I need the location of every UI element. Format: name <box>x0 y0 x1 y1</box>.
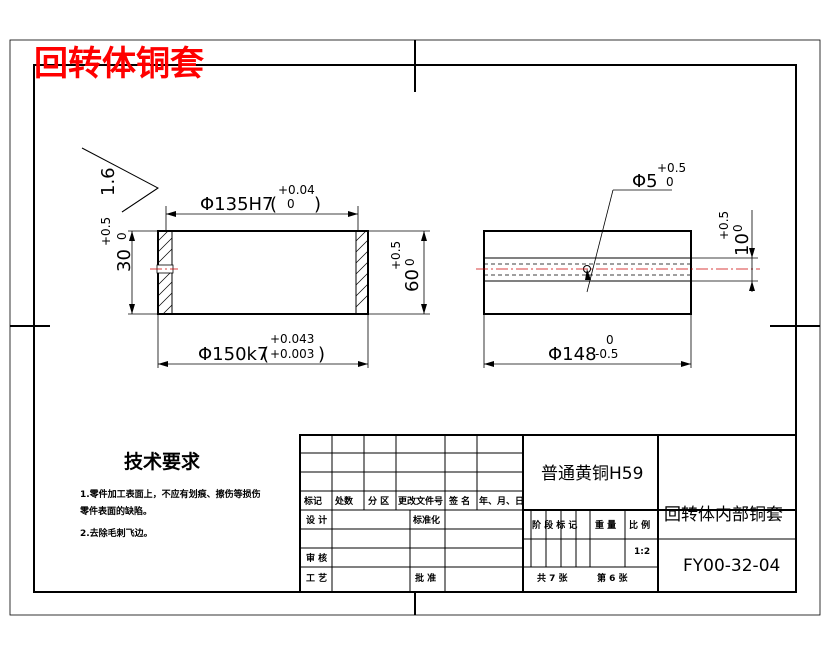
hole-offset-tol-lower: 0 <box>731 224 745 232</box>
tb-material: 普通黄铜H59 <box>541 464 643 484</box>
length-dimension <box>368 230 430 315</box>
length-label: 60 <box>402 269 423 292</box>
tech-requirement-1b: 零件表面的缺陷。 <box>79 505 152 517</box>
tb-stage-mark: 阶 段 标 记 <box>532 519 577 531</box>
outer-tol-lower: +0.003 <box>270 347 314 361</box>
flange-tol-lower: 0 <box>115 232 129 240</box>
flange-width-dimension <box>128 230 158 315</box>
tech-requirement-1a: 1.零件加工表面上，不应有划痕、擦伤等损伤 <box>80 488 261 500</box>
outer-paren-close: ) <box>318 344 325 365</box>
flange-width-label: 30 <box>114 249 135 272</box>
tb-scale-value: 1:2 <box>634 547 650 557</box>
tech-requirements-heading: 技术要求 <box>124 450 201 473</box>
title-block-grid <box>299 434 797 593</box>
tb-part-name: 回转体内部铜套 <box>664 505 783 525</box>
outer-paren-open: ( <box>262 344 269 365</box>
bore-paren-open: ( <box>270 194 277 215</box>
tb-col-count: 处数 <box>334 495 354 507</box>
tb-review: 审 核 <box>306 552 327 564</box>
length-tol-lower: 0 <box>403 258 417 266</box>
hole-tol-upper: +0.5 <box>657 161 686 175</box>
tb-approve: 批 准 <box>415 572 436 584</box>
flange-tol-upper: +0.5 <box>99 217 113 246</box>
tb-scale-label: 比 例 <box>629 519 650 531</box>
sleeve-side-view <box>483 230 692 315</box>
side-diameter-dimension <box>483 314 692 368</box>
tb-drawing-no: FY00-32-04 <box>683 556 780 576</box>
tb-col-mark: 标记 <box>303 495 322 507</box>
bore-paren-close: ) <box>314 194 321 215</box>
tb-col-doc: 更改文件号 <box>398 495 443 507</box>
tb-col-zone: 分 区 <box>368 495 389 507</box>
outer-diameter-label: Φ150k7 <box>198 344 268 365</box>
hole-offset-label: 10 <box>732 233 753 256</box>
roughness-symbol <box>81 147 159 213</box>
hole-tol-lower: 0 <box>666 175 674 189</box>
hole-leader <box>585 189 672 293</box>
hole-offset-dimension <box>691 210 758 292</box>
tb-design: 设 计 <box>306 514 327 526</box>
tb-standardize: 标准化 <box>412 514 440 526</box>
tb-col-sign: 签 名 <box>448 495 470 507</box>
sheet-title: 回转体铜套 <box>34 44 204 84</box>
tb-sheet-no: 第 6 张 <box>597 572 629 584</box>
tb-process: 工 艺 <box>306 572 327 584</box>
length-tol-upper: +0.5 <box>389 241 403 270</box>
hole-diameter-label: Φ5 <box>632 171 658 192</box>
outer-tol-upper: +0.043 <box>270 332 314 346</box>
bore-dimension-line <box>165 206 359 232</box>
sleeve-section-view <box>156 230 369 315</box>
outer-diameter-dimension <box>157 314 369 368</box>
tb-col-date: 年、月、日 <box>479 495 524 507</box>
tech-requirement-2: 2.去除毛刺飞边。 <box>80 527 153 539</box>
tb-total-sheets: 共 7 张 <box>537 572 569 584</box>
side-tol-upper: 0 <box>606 333 614 347</box>
side-diameter-label: Φ148 <box>548 344 597 365</box>
bore-diameter-label: Φ135H7 <box>200 194 274 215</box>
tb-weight: 重 量 <box>595 519 616 531</box>
bore-tol-upper: +0.04 <box>278 183 315 197</box>
side-tol-lower: -0.5 <box>595 347 618 361</box>
roughness-value: 1.6 <box>98 167 119 196</box>
bore-tol-lower: 0 <box>287 197 295 211</box>
hole-offset-tol-upper: +0.5 <box>717 211 731 240</box>
